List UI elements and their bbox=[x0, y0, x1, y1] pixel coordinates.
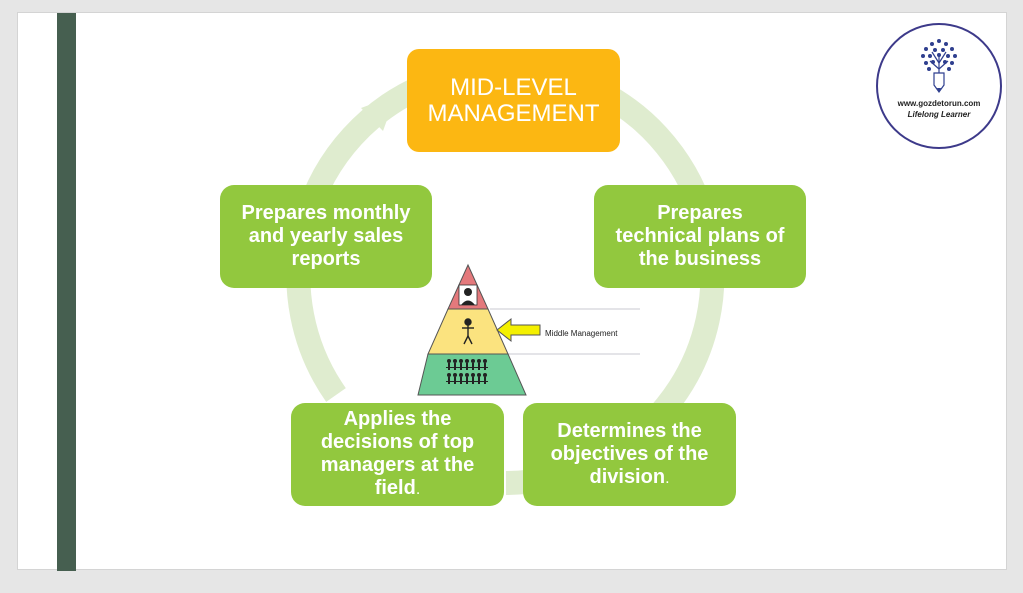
box-line: objectives of the bbox=[550, 442, 709, 465]
box-line: field bbox=[374, 477, 416, 499]
pencil-tree-icon bbox=[921, 39, 957, 94]
management-pyramid bbox=[417, 263, 640, 396]
box-line: and yearly sales bbox=[248, 225, 404, 247]
person-icon bbox=[462, 318, 474, 345]
box-objectives: Determines the objectives of the divisio… bbox=[523, 403, 736, 506]
box-line-trailing: . bbox=[415, 481, 421, 498]
box-line: decisions of top bbox=[320, 431, 475, 453]
box-technical-plans: Prepares technical plans of the business bbox=[594, 185, 806, 288]
top-box-line: MID-LEVEL bbox=[450, 73, 577, 101]
box-line: reports bbox=[291, 248, 361, 270]
box-line: the business bbox=[638, 248, 762, 270]
logo-url: www.gozdetorun.com bbox=[897, 99, 981, 108]
box-line: Prepares bbox=[657, 202, 743, 224]
arrow-left-icon bbox=[496, 317, 541, 343]
box-line: technical plans of bbox=[615, 225, 785, 247]
pyramid-label: Middle Management bbox=[545, 329, 618, 338]
logo-tagline: Lifelong Learner bbox=[907, 110, 971, 119]
box-sales-reports: Prepares monthly and yearly sales report… bbox=[220, 185, 432, 288]
manager-icon bbox=[458, 284, 478, 306]
box-line: Applies the bbox=[343, 408, 452, 430]
box-line: Determines the bbox=[557, 419, 702, 442]
box-line: managers at the bbox=[320, 454, 475, 476]
box-applies-decisions: Applies the decisions of top managers at… bbox=[291, 403, 504, 506]
top-box-line: MANAGEMENT bbox=[427, 99, 600, 127]
box-line: division bbox=[589, 465, 666, 488]
crowd-icon bbox=[446, 359, 488, 384]
top-box-mid-level-management: MID-LEVEL MANAGEMENT bbox=[407, 49, 620, 152]
logo: www.gozdetorun.com Lifelong Learner bbox=[876, 23, 1002, 149]
slide: MID-LEVEL MANAGEMENT Prepares technical … bbox=[17, 12, 1007, 571]
box-line: Prepares monthly bbox=[241, 202, 411, 224]
accent-bar bbox=[57, 13, 76, 571]
box-line-trailing: . bbox=[665, 469, 670, 487]
